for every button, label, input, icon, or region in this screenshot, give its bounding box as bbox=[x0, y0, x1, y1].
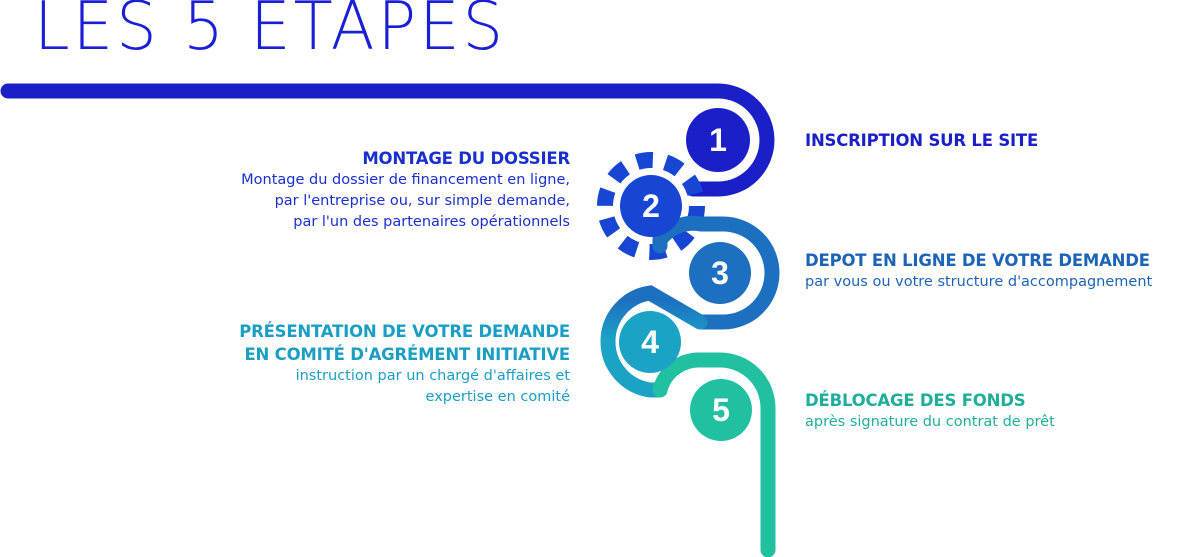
step-4-badge: 4 bbox=[619, 311, 681, 373]
page-title: LES 5 ETAPES bbox=[34, 0, 507, 66]
step-description-line: après signature du contrat de prêt bbox=[805, 414, 1055, 430]
step-heading: DEPOT EN LIGNE DE VOTRE DEMANDE bbox=[805, 251, 1150, 270]
step-description-line: Montage du dossier de financement en lig… bbox=[241, 172, 570, 188]
step-number: 3 bbox=[711, 255, 729, 291]
step-5-text: DÉBLOCAGE DES FONDS après signature du c… bbox=[805, 389, 1055, 433]
step-2-text: MONTAGE DU DOSSIER Montage du dossier de… bbox=[241, 147, 570, 233]
step-description-line: par l'entreprise ou, sur simple demande, bbox=[274, 193, 570, 209]
path-segment-3 bbox=[652, 215, 780, 330]
step-number: 5 bbox=[712, 392, 730, 428]
step-description-line: expertise en comité bbox=[425, 389, 570, 405]
step-description-line: instruction par un chargé d'affaires et bbox=[295, 368, 570, 384]
step-number: 4 bbox=[641, 324, 659, 360]
path-segment-1 bbox=[0, 83, 775, 197]
step-heading: DÉBLOCAGE DES FONDS bbox=[805, 391, 1026, 410]
step-heading: INSCRIPTION SUR LE SITE bbox=[805, 131, 1039, 150]
dashed-ring-2 bbox=[597, 152, 705, 260]
step-number: 1 bbox=[709, 122, 727, 158]
step-heading: MONTAGE DU DOSSIER bbox=[362, 149, 570, 168]
step-2-badge: 2 bbox=[620, 175, 682, 237]
step-heading: PRÉSENTATION DE VOTRE DEMANDE bbox=[239, 322, 570, 341]
step-1-text: INSCRIPTION SUR LE SITE bbox=[805, 129, 1038, 152]
step-5-badge: 5 bbox=[690, 379, 752, 441]
path-segment-4 bbox=[600, 285, 708, 398]
path-segment-5 bbox=[652, 352, 776, 557]
step-3-text: DEPOT EN LIGNE DE VOTRE DEMANDE par vous… bbox=[805, 249, 1152, 293]
step-description-line: par l'un des partenaires opérationnels bbox=[293, 214, 570, 230]
step-number: 2 bbox=[642, 188, 660, 224]
step-description-line: par vous ou votre structure d'accompagne… bbox=[805, 274, 1153, 290]
step-3-badge: 3 bbox=[689, 242, 751, 304]
step-4-text: PRÉSENTATION DE VOTRE DEMANDE EN COMITÉ … bbox=[239, 320, 570, 408]
step-1-badge: 1 bbox=[686, 108, 750, 172]
step-heading-line-2: EN COMITÉ D'AGRÉMENT INITIATIVE bbox=[244, 345, 570, 364]
